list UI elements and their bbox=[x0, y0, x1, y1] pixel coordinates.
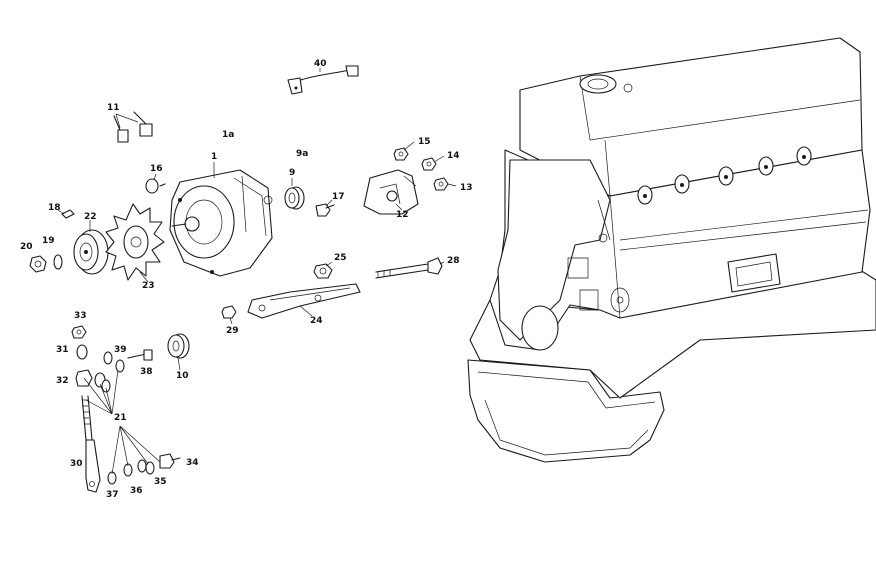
callout-28: 28 bbox=[447, 256, 460, 266]
part-11-brushes bbox=[113, 111, 153, 143]
part-30-stud-rod bbox=[81, 395, 101, 493]
callout-19: 19 bbox=[42, 236, 55, 246]
callout-21: 21 bbox=[114, 413, 127, 423]
callout-12: 12 bbox=[396, 210, 409, 220]
callout-1a: 1a bbox=[222, 130, 234, 140]
callout-1: 1 bbox=[211, 152, 217, 162]
callout-16: 16 bbox=[150, 164, 163, 174]
part-36-washer bbox=[123, 459, 147, 477]
callout-32: 32 bbox=[56, 376, 69, 386]
callout-9: 9 bbox=[289, 168, 295, 178]
callout-39: 39 bbox=[114, 345, 127, 355]
callout-10: 10 bbox=[176, 371, 189, 381]
callout-20: 20 bbox=[20, 242, 33, 252]
part-14-nut bbox=[421, 157, 437, 171]
part-1-alternator bbox=[169, 169, 273, 277]
part-28-long-bolt bbox=[375, 257, 443, 279]
callout-17: 17 bbox=[332, 192, 345, 202]
part-19-washer bbox=[53, 254, 63, 270]
part-18-woodruff-key bbox=[61, 209, 75, 219]
leader-lines bbox=[57, 68, 457, 475]
part-17-bolt bbox=[315, 203, 335, 217]
callout-31: 31 bbox=[56, 345, 69, 355]
part-23-fan bbox=[105, 203, 165, 281]
engine-block bbox=[467, 37, 876, 463]
part-38-bolt bbox=[127, 349, 153, 361]
part-12-bracket bbox=[363, 169, 419, 215]
part-34-bolt bbox=[159, 453, 181, 469]
part-13-nut bbox=[433, 177, 449, 191]
callout-37: 37 bbox=[106, 490, 119, 500]
part-33-nut bbox=[71, 325, 87, 339]
callout-38: 38 bbox=[140, 367, 153, 377]
callout-36: 36 bbox=[130, 486, 143, 496]
callout-40: 40 bbox=[314, 59, 327, 69]
callout-22: 22 bbox=[84, 212, 97, 222]
part-29-nut bbox=[221, 305, 237, 319]
callout-30: 30 bbox=[70, 459, 83, 469]
part-24-adjusting-bracket bbox=[247, 283, 361, 319]
callout-labels: 40 11 1a 1 9a 9 16 17 15 14 13 12 18 22 … bbox=[20, 59, 473, 500]
part-31-washer bbox=[76, 344, 88, 360]
part-15-nut bbox=[393, 147, 409, 161]
part-20-nut bbox=[29, 255, 47, 273]
callout-29: 29 bbox=[226, 326, 239, 336]
callout-23: 23 bbox=[142, 281, 155, 291]
callout-15: 15 bbox=[418, 137, 431, 147]
callout-18: 18 bbox=[48, 203, 61, 213]
callout-14: 14 bbox=[447, 151, 460, 161]
callout-11: 11 bbox=[107, 103, 120, 113]
callout-25: 25 bbox=[334, 253, 347, 263]
part-25-nut bbox=[313, 263, 333, 279]
part-21-washer bbox=[94, 372, 111, 393]
part-35-washer bbox=[145, 461, 155, 475]
callout-9a: 9a bbox=[296, 149, 308, 159]
part-10-bearing bbox=[167, 333, 190, 359]
part-9-bearing bbox=[284, 186, 305, 210]
callout-35: 35 bbox=[154, 477, 167, 487]
callout-13: 13 bbox=[460, 183, 473, 193]
callout-34: 34 bbox=[186, 458, 199, 468]
part-39-washer bbox=[103, 351, 125, 373]
part-22-pulley bbox=[73, 229, 109, 275]
callout-24: 24 bbox=[310, 316, 323, 326]
callout-33: 33 bbox=[74, 311, 87, 321]
part-16-clip bbox=[145, 178, 166, 194]
part-40-ground-strap bbox=[287, 65, 359, 95]
